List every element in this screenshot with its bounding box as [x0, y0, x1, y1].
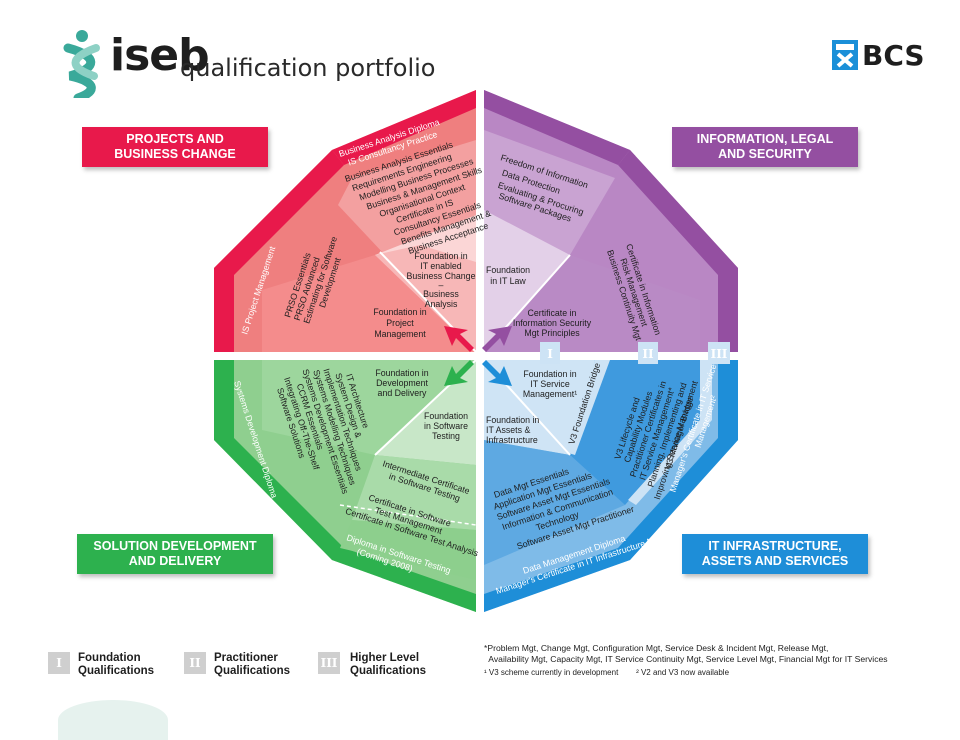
arrow-up-right-icon — [482, 326, 512, 352]
category-projects: PROJECTS AND BUSINESS CHANGE — [82, 127, 268, 167]
center-arrows — [444, 326, 512, 386]
svg-text:Management¹: Management¹ — [523, 389, 577, 399]
infrastructure-quadrant — [484, 360, 738, 612]
arrow-up-left-icon — [444, 326, 474, 352]
svg-text:IT Assets &: IT Assets & — [486, 425, 530, 435]
foundation-ba: Foundation in IT enabled Business Change… — [407, 251, 476, 309]
legend-badge-higher: III — [318, 652, 340, 674]
foundation-dev: Foundation in Development and Delivery — [375, 368, 428, 398]
qualification-octagon: I II III IS Project Management PRSO Esse… — [214, 90, 738, 612]
information-quadrant — [484, 90, 738, 352]
footnote-versions: ¹ V3 scheme currently in development ² V… — [484, 668, 730, 677]
svg-text:Business: Business — [423, 289, 459, 299]
legend-foundation: Foundation Qualifications — [78, 652, 155, 677]
svg-text:IT enabled: IT enabled — [420, 261, 462, 271]
foundation-testing: Foundation in Software Testing — [424, 411, 468, 441]
cert-security: Certificate in Information Security Mgt … — [513, 308, 592, 338]
svg-text:and Delivery: and Delivery — [378, 388, 427, 398]
svg-text:Foundation in: Foundation in — [486, 415, 539, 425]
svg-text:Infrastructure: Infrastructure — [486, 435, 538, 445]
category-infrastructure: IT INFRASTRUCTURE, ASSETS AND SERVICES — [682, 534, 868, 574]
category-solution: SOLUTION DEVELOPMENT AND DELIVERY — [77, 534, 273, 574]
svg-text:Development: Development — [376, 378, 428, 388]
legend-practitioner: Practitioner Qualifications — [214, 652, 291, 677]
footnote-star-2: Availability Mgt, Capacity Mgt, IT Servi… — [484, 654, 888, 664]
svg-text:I: I — [547, 347, 553, 361]
svg-text:in IT Law: in IT Law — [490, 276, 526, 286]
svg-text:Foundation: Foundation — [424, 411, 468, 421]
bcs-shield-icon — [832, 40, 858, 70]
foundation-law: Foundation in IT Law — [486, 265, 530, 286]
diagram-level-badges: I II III — [540, 342, 730, 364]
bcs-name: BCS — [862, 38, 925, 72]
foundation-pm: Foundation in Project Management — [373, 307, 426, 339]
arrow-down-right-icon — [482, 360, 512, 386]
iseb-logo — [58, 28, 418, 98]
legend-higher: Higher Level Qualifications — [350, 652, 427, 677]
decorative-arc — [58, 700, 168, 740]
svg-text:Analysis: Analysis — [425, 299, 458, 309]
svg-text:–: – — [439, 280, 444, 290]
dev-list: IT Architecture System Design & Implemen… — [275, 367, 371, 495]
svg-text:in Software: in Software — [424, 421, 468, 431]
bcs-logo: BCS — [832, 38, 925, 72]
foundation-assets: Foundation in IT Assets & Infrastructure — [486, 415, 539, 445]
svg-text:Information Security: Information Security — [513, 318, 592, 328]
arrow-down-left-icon — [444, 360, 474, 386]
brand-name: iseb — [110, 30, 210, 81]
svg-text:Foundation in: Foundation in — [375, 368, 428, 378]
svg-text:II: II — [642, 347, 654, 361]
svg-text:Foundation in: Foundation in — [414, 251, 467, 261]
svg-text:III: III — [711, 347, 728, 361]
footnote-star-1: *Problem Mgt, Change Mgt, Configuration … — [484, 643, 829, 653]
svg-text:Foundation in: Foundation in — [523, 369, 576, 379]
svg-text:Foundation: Foundation — [486, 265, 530, 275]
category-information: INFORMATION, LEGAL AND SECURITY — [672, 127, 858, 167]
legend-badge-practitioner: II — [184, 652, 206, 674]
svg-text:Certificate in: Certificate in — [528, 308, 577, 318]
legend-badge-foundation: I — [48, 652, 70, 674]
svg-text:Testing: Testing — [432, 431, 460, 441]
brand-subtitle: qualification portfolio — [180, 54, 436, 82]
svg-text:Business Change: Business Change — [407, 271, 476, 281]
foundation-service: Foundation in IT Service Management¹ — [523, 369, 577, 399]
svg-text:Project: Project — [386, 318, 414, 328]
svg-text:Management: Management — [374, 329, 426, 339]
svg-text:IT Service: IT Service — [530, 379, 570, 389]
dna-helix-icon — [63, 30, 100, 98]
svg-text:Foundation in: Foundation in — [373, 307, 426, 317]
svg-text:Mgt Principles: Mgt Principles — [524, 328, 580, 338]
ba-list: Business Analysis Essentials Requirement… — [344, 139, 493, 256]
